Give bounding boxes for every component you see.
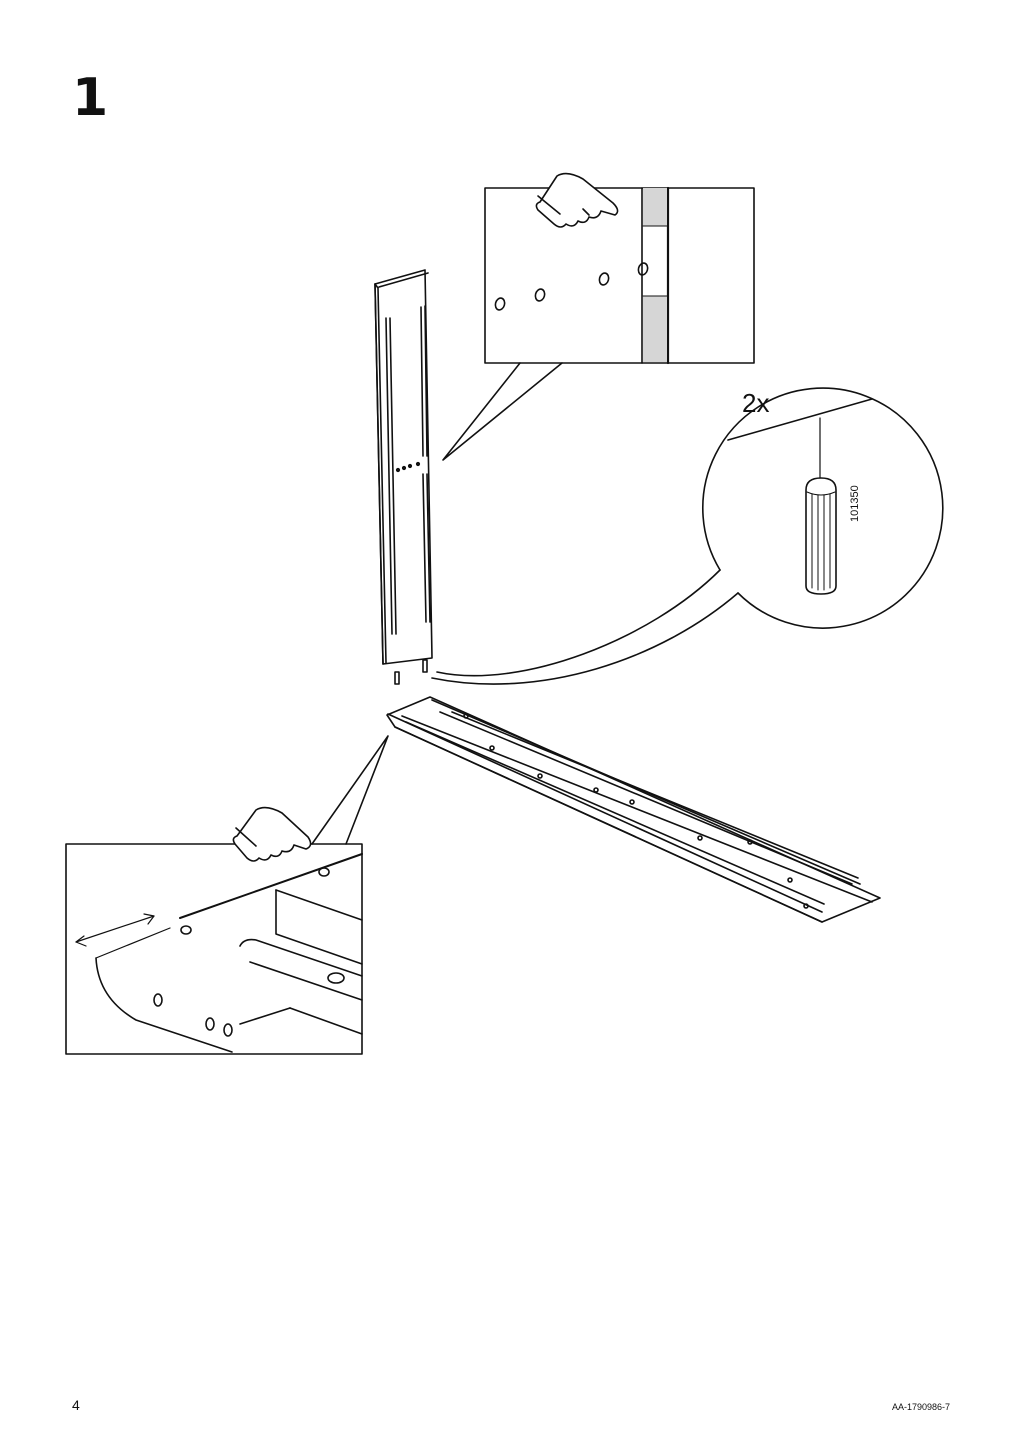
quantity-label: 2x	[742, 388, 769, 418]
detail-callout-top	[442, 186, 755, 461]
detail-callout-bottom	[65, 735, 389, 1055]
wooden-dowel-icon	[805, 477, 837, 595]
base-rail	[386, 696, 881, 923]
hand-pointer-icon	[232, 806, 312, 862]
hardware-callout	[431, 387, 944, 685]
side-panel	[374, 269, 433, 685]
part-number-label: 101350	[849, 485, 861, 522]
page-number: 4	[72, 1397, 80, 1413]
document-code: AA-1790986-7	[891, 1402, 950, 1412]
hand-pointer-icon	[535, 172, 619, 228]
step-number: 1	[72, 68, 109, 128]
